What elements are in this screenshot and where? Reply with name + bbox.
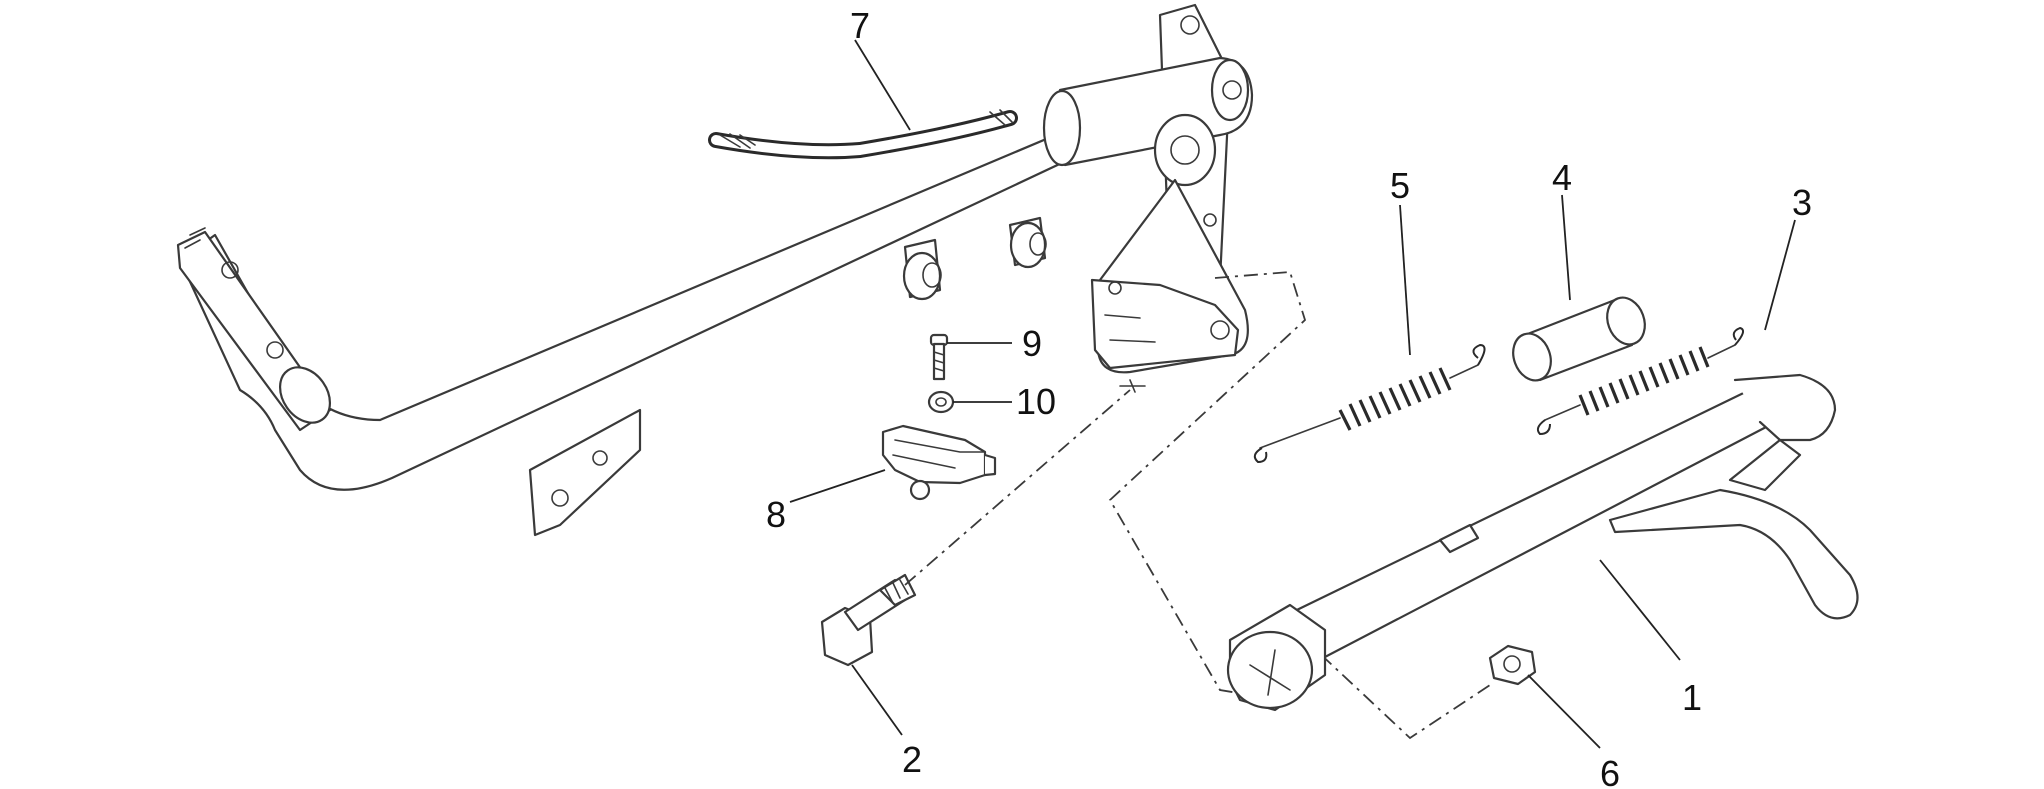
callout-10: 10 (1016, 381, 1056, 422)
callout-1: 1 (1682, 677, 1702, 718)
part-6-nut (1488, 644, 1537, 686)
leader-5 (1399, 204, 1411, 356)
callout-5: 5 (1390, 165, 1410, 206)
frame-tube-assembly (176, 3, 1254, 537)
part-9-screw (929, 333, 949, 381)
callout-4: 4 (1552, 157, 1572, 198)
callout-8: 8 (766, 494, 786, 535)
part-7-cable (708, 109, 1018, 160)
leader-6 (1527, 674, 1601, 749)
callout-7: 7 (850, 5, 870, 46)
part-10-washer (927, 390, 955, 414)
part-5-spring (1253, 343, 1486, 464)
part-1-side-stand (1226, 373, 1859, 712)
guide-line-bolt (904, 389, 1131, 586)
leader-8 (789, 469, 886, 503)
callout-6: 6 (1600, 753, 1620, 789)
leader-1 (1599, 559, 1681, 661)
callout-2: 2 (902, 739, 922, 780)
guide-line-nut (1299, 634, 1491, 740)
callout-9: 9 (1022, 323, 1042, 364)
leader-3 (1764, 219, 1796, 331)
part-2-bolt (820, 573, 917, 667)
leader-4 (1561, 194, 1571, 301)
part-3-spring (1536, 326, 1745, 436)
part-4-sleeve (1512, 296, 1646, 382)
leader-7 (854, 39, 911, 131)
leader-2 (851, 664, 903, 736)
callout-3: 3 (1792, 182, 1812, 223)
leader-lines (789, 39, 1796, 749)
part-8-switch (881, 424, 997, 501)
